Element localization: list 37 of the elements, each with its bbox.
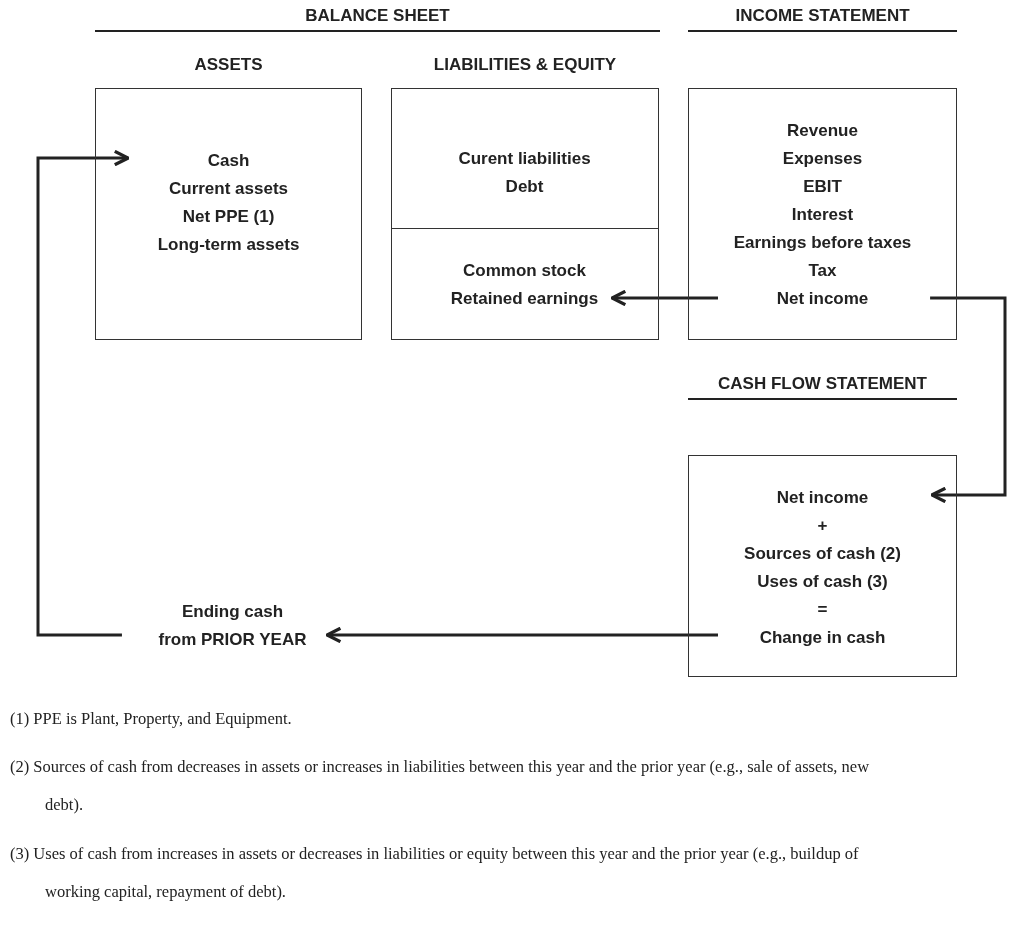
line-item: Interest (791, 204, 854, 226)
section-title: CASH FLOW STATEMENT (688, 374, 957, 400)
arrow (325, 626, 718, 644)
line-item: Current assets (168, 178, 289, 200)
line-item: Tax (808, 260, 837, 282)
footnote: (2) Sources of cash from decreases in assets or increases in liabilities between this year and the prior year (e.g., sale of assets, new debt). (10, 756, 871, 816)
line-item: Revenue (787, 120, 858, 142)
line-item: Cash (207, 150, 250, 172)
line-item: from PRIOR YEAR (158, 629, 307, 651)
section-title: BALANCE SHEET (95, 6, 660, 32)
line-item: Curent liabilities (458, 147, 591, 170)
line-item: Net PPE (1) (182, 206, 275, 228)
arrow (36, 149, 130, 637)
statement-box (688, 88, 957, 340)
line-item: Common stock (463, 259, 586, 282)
line-item: EBIT (803, 176, 842, 198)
line-item: Ending cash (181, 601, 284, 623)
section-heading: ASSETS (193, 55, 264, 75)
line-item: Sources of cash (2) (744, 543, 901, 565)
section-title: INCOME STATEMENT (688, 6, 957, 32)
arrow (930, 296, 1007, 504)
line-item: = (817, 599, 828, 621)
line-item: Net income (776, 288, 869, 310)
footnote: (1) PPE is Plant, Property, and Equipment. (10, 708, 293, 730)
arrow (610, 289, 718, 307)
section-heading: LIABILITIES & EQUITY (432, 55, 618, 75)
line-item: + (817, 515, 828, 537)
line-item: Retained earnings (450, 287, 599, 310)
line-item: Debt (505, 175, 544, 198)
line-item: Uses of cash (3) (757, 571, 888, 593)
line-item: Change in cash (759, 627, 886, 649)
line-item: Expenses (782, 148, 863, 170)
statement-box (688, 455, 957, 677)
footnote: (3) Uses of cash from increases in assets or decreases in liabilities or equity between this year and the prior year (e.g., buildup of working capital, repayment of debt). (10, 843, 860, 903)
line-item: Net income (776, 487, 869, 509)
line-item: Long-term assets (157, 234, 300, 256)
line-item: Earnings before taxes (733, 232, 912, 254)
